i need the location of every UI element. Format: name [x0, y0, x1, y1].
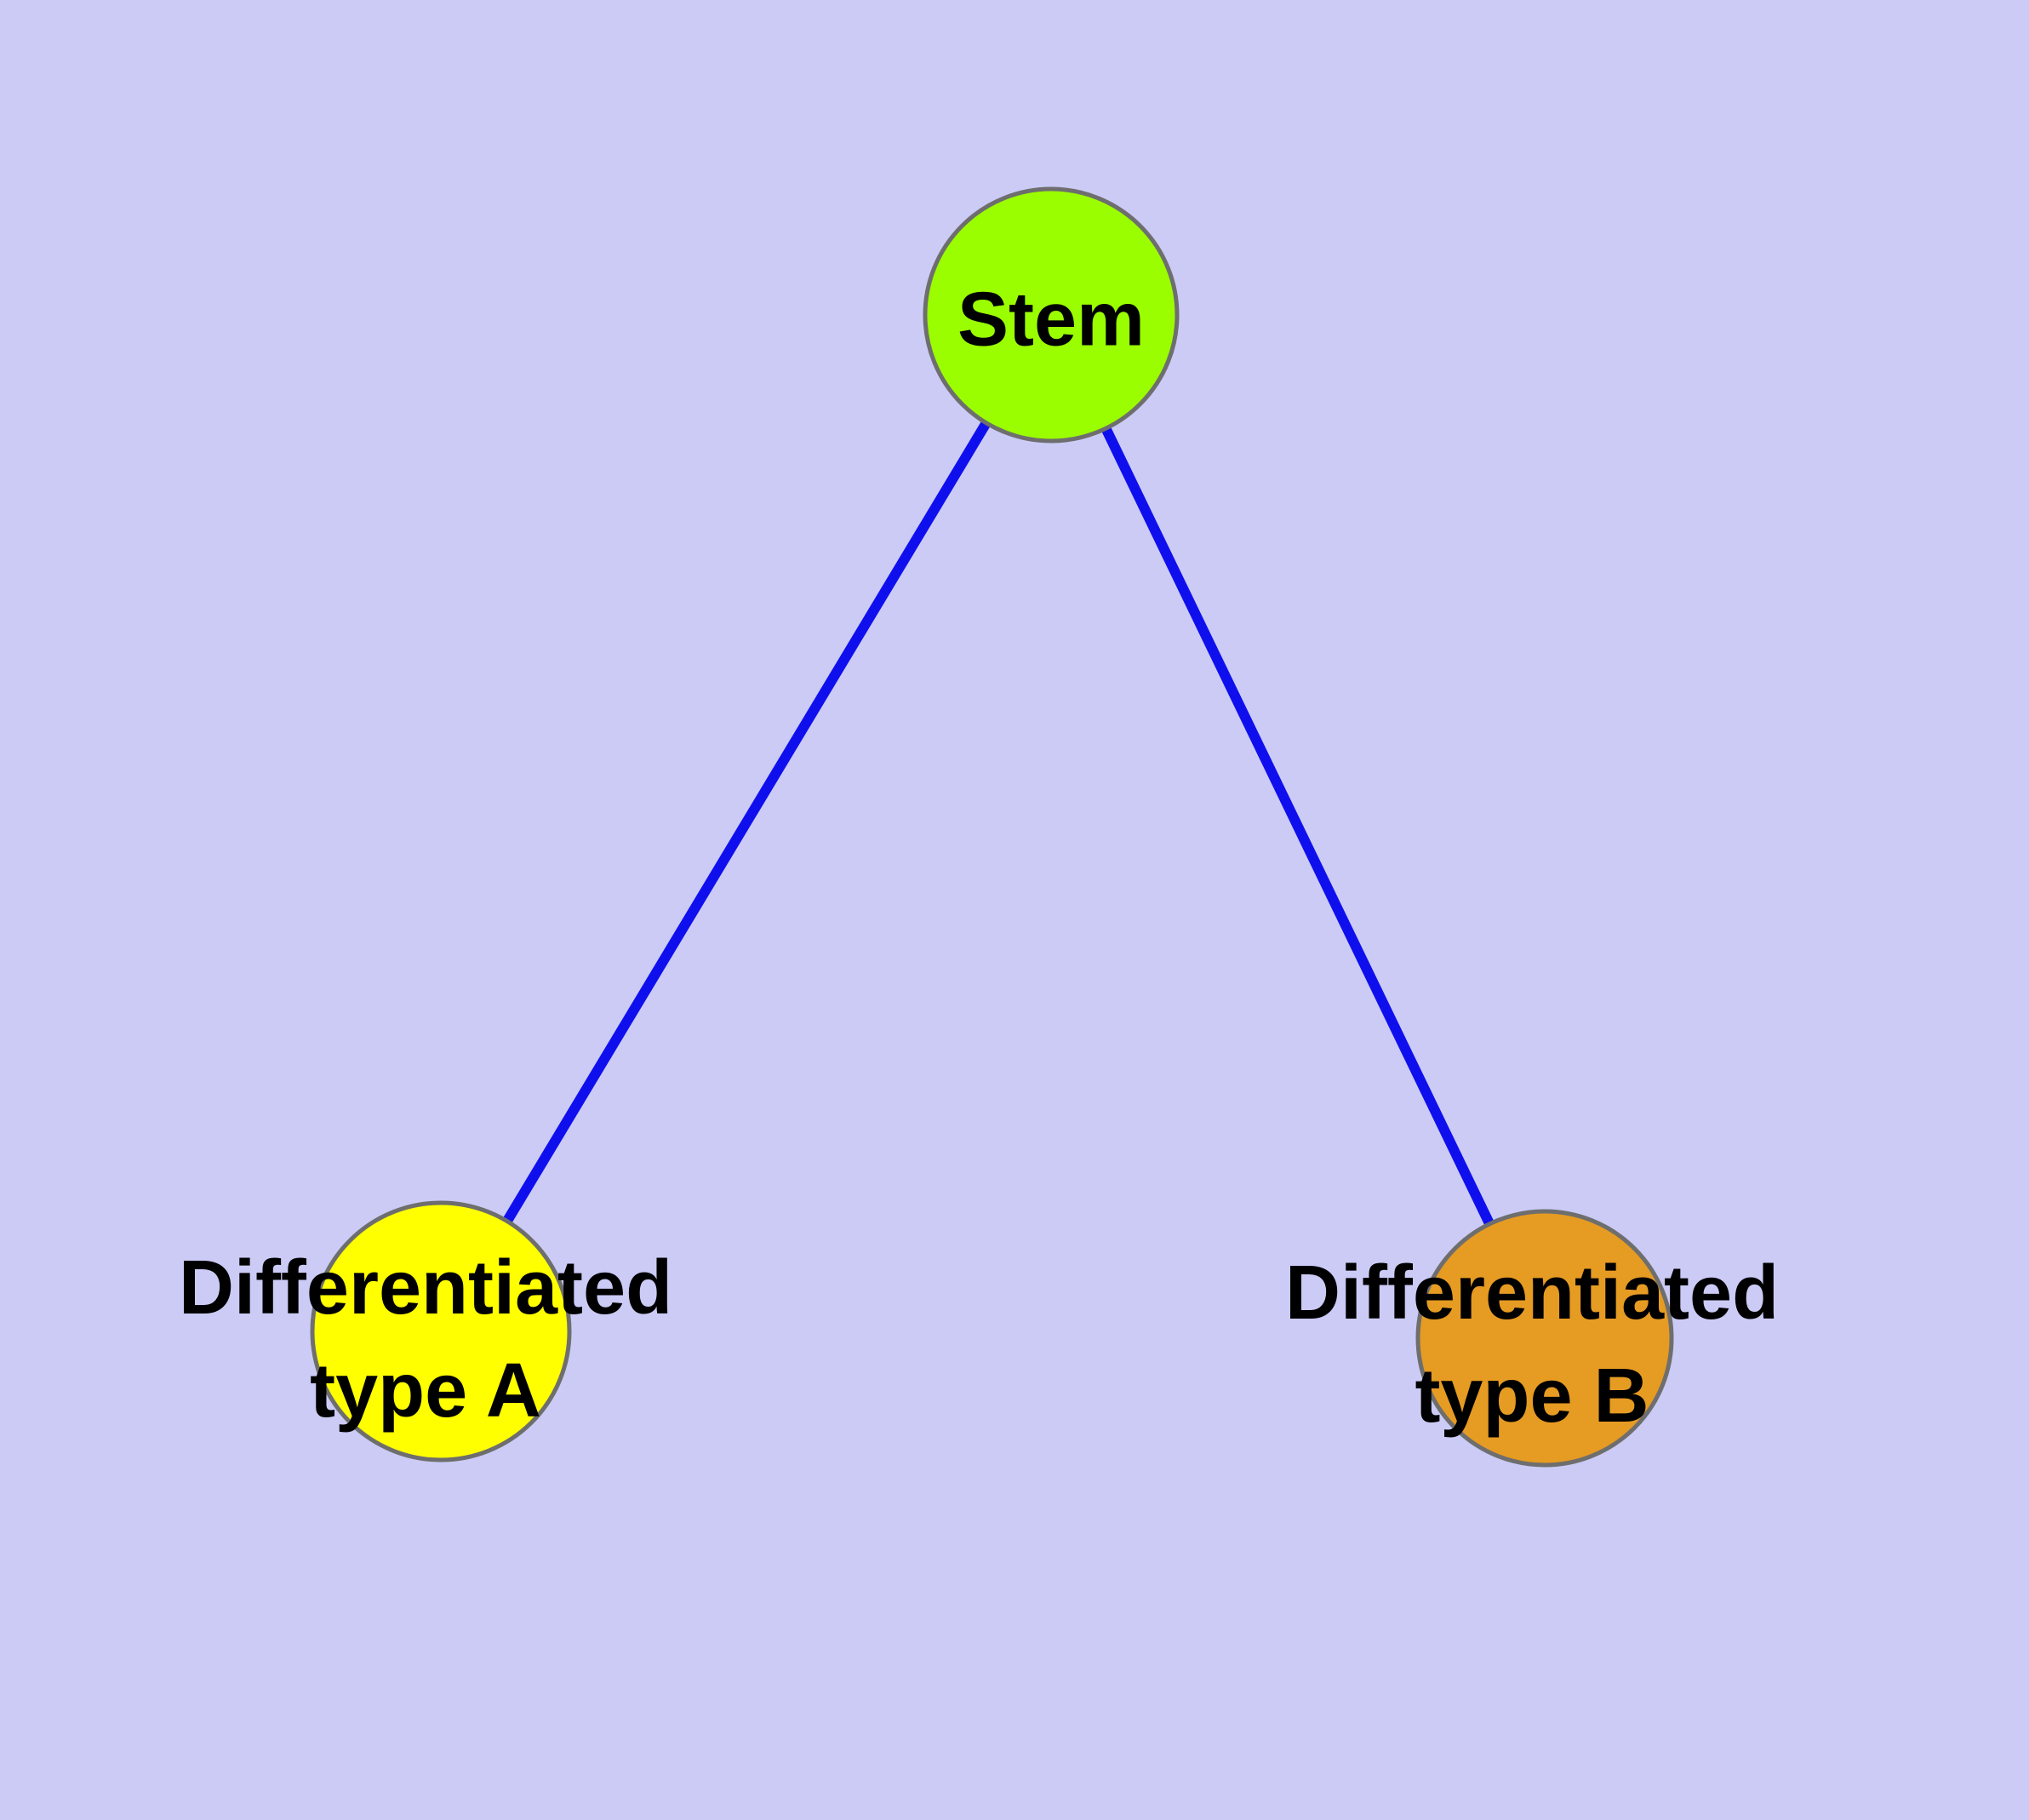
graph-node-label-differentiated-type-a: Differentiated type A [179, 1237, 672, 1443]
graph-node-label-stem: Stem [957, 269, 1145, 372]
label-line: Differentiated [178, 1245, 673, 1331]
graph-node-differentiated-type-b [1415, 1209, 1674, 1468]
label-line: type B [1415, 1354, 1649, 1439]
label-line: type A [310, 1348, 541, 1434]
label-line: Differentiated [1284, 1251, 1780, 1336]
node-layer [310, 186, 1674, 1468]
graph-node-stem [923, 186, 1180, 444]
edge-layer [436, 312, 1550, 1341]
graph-node-differentiated-type-a [310, 1200, 572, 1462]
graph-node-label-differentiated-type-b: Differentiated type B [1285, 1242, 1779, 1448]
graph-edge-stem-to-differentiated-type-b [1046, 312, 1550, 1341]
label-line: Stem [957, 277, 1146, 363]
graph-edge-stem-to-differentiated-type-a [436, 312, 1056, 1335]
